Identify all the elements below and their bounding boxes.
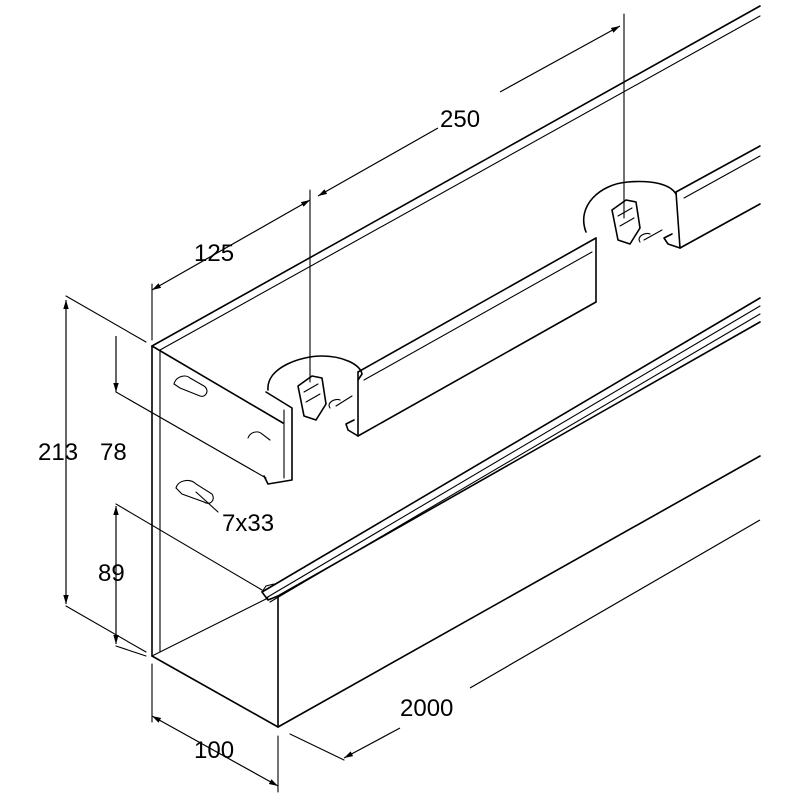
rear-cover-inner <box>683 155 761 199</box>
label-clip-spacing: 250 <box>440 106 480 133</box>
rear-cover-hook <box>663 233 681 249</box>
front-bottom-edge <box>151 655 279 728</box>
rear-cover-front <box>675 191 681 249</box>
top-slot-2 <box>638 229 663 243</box>
slot-lower <box>175 479 214 504</box>
label-base-height: 89 <box>98 560 125 587</box>
front-top-edge <box>151 345 284 424</box>
lip-corner <box>261 583 275 593</box>
dim-line-125 <box>151 199 311 291</box>
label-height: 213 <box>38 439 78 466</box>
front-cover-inner <box>363 251 593 381</box>
label-length: 2000 <box>400 695 453 722</box>
ext-slot-top <box>115 391 267 479</box>
clip-cradle-2 <box>583 180 677 233</box>
clip-body-1 <box>297 375 327 421</box>
slot-middle <box>247 431 271 441</box>
lower-lip-fold <box>261 591 279 601</box>
slot-upper <box>173 375 208 397</box>
bottom-long-edge <box>277 455 761 728</box>
label-slot-height: 78 <box>100 439 127 466</box>
label-slot-size: 7x33 <box>222 510 274 537</box>
front-cover-top <box>357 237 597 373</box>
bottom-inner-line <box>151 597 269 657</box>
top-back-edge <box>151 5 761 347</box>
cover-assembly <box>263 145 761 485</box>
dim-line-250 <box>318 26 620 196</box>
clip-cradle-1 <box>267 355 363 391</box>
dim-line-100 <box>151 715 279 787</box>
clip-detail-2 <box>617 207 635 227</box>
ext-top-left <box>65 295 147 343</box>
rear-cover-bottom <box>679 203 761 249</box>
ext-length-end <box>289 733 345 761</box>
front-cover-bottom <box>357 301 597 437</box>
top-inner-back-edge <box>159 15 761 351</box>
ext-base-top <box>115 503 263 591</box>
rear-cover-top <box>675 145 761 193</box>
label-width: 100 <box>194 737 234 764</box>
partial-cover-end <box>263 391 293 485</box>
dimension-lines <box>63 13 761 793</box>
label-first-clip-offset: 125 <box>194 240 234 267</box>
top-slot-1 <box>328 395 353 409</box>
dim-line-2000 <box>344 519 761 758</box>
dimension-labels: 250 125 213 78 7x33 89 2000 100 <box>38 106 480 764</box>
slot-leader <box>195 491 219 513</box>
lower-lip-edge <box>261 297 761 593</box>
ext-bottom-left <box>65 605 147 653</box>
lower-lip-line-1 <box>265 305 761 599</box>
front-cover-hook <box>345 419 359 437</box>
side-wall-top <box>277 321 761 597</box>
clip-detail-1 <box>303 383 321 403</box>
ext-base-bottom <box>115 645 147 657</box>
